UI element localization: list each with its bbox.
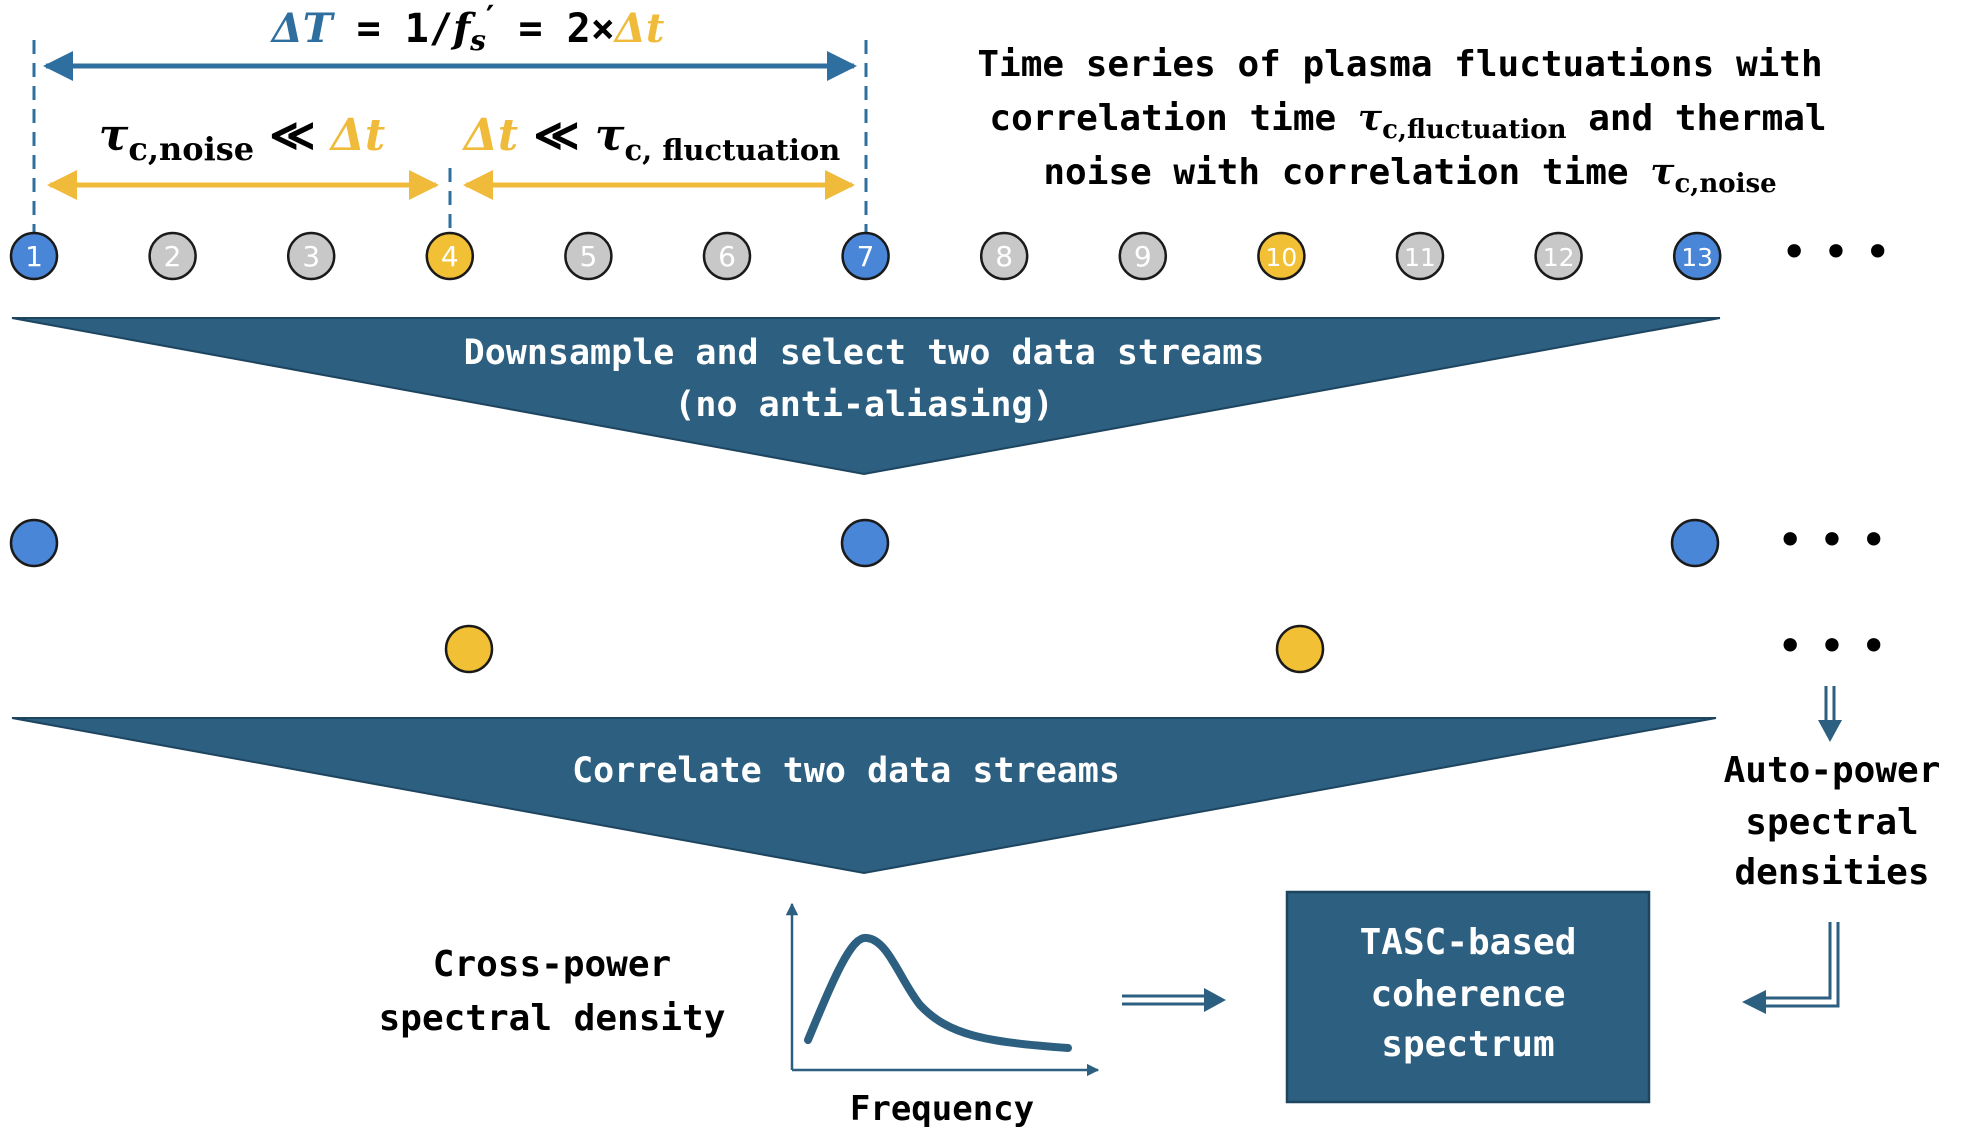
tasc-box-line-2: coherence <box>1370 974 1565 1015</box>
sample-number: 2 <box>164 240 182 273</box>
sample-point: 3 <box>286 231 336 281</box>
tasc-box-line-3: spectrum <box>1381 1024 1554 1065</box>
blue-stream-point <box>840 518 890 568</box>
auto-power-line-1: Auto-power <box>1724 750 1941 791</box>
ellipsis-row-2: • • • <box>1777 513 1888 567</box>
ellipsis-row-3: • • • <box>1777 619 1888 673</box>
tasc-box-line-1: TASC-based <box>1360 922 1577 963</box>
tau-noise-relation: τc,noise ≪ Δt <box>99 110 386 168</box>
sample-point: 8 <box>979 231 1029 281</box>
sample-circle <box>286 231 336 281</box>
auto-power-line-2: spectral <box>1745 802 1918 843</box>
right-span: Δt ≪ τc, fluctuation <box>462 110 855 200</box>
yellow-stream-point <box>444 624 494 674</box>
description-line-3: noise with correlation time τc,noise <box>1043 151 1776 199</box>
sample-circle <box>9 231 59 281</box>
sample-number: 9 <box>1134 240 1152 273</box>
yellow-stream <box>444 624 1325 674</box>
sample-number: 3 <box>302 240 320 273</box>
blue-stream-point <box>9 518 59 568</box>
sample-circle <box>564 231 613 281</box>
auto-power-line-3: densities <box>1734 852 1929 893</box>
auto-power-label: Auto-power spectral densities <box>1724 750 1941 893</box>
downsample-banner-shape <box>11 317 1721 476</box>
sample-point: 10 <box>1257 231 1306 281</box>
correlate-banner-shape <box>11 717 1717 875</box>
sample-point: 11 <box>1395 231 1445 281</box>
delta-T-label: ΔT = 1/fs′ = 2×Δt <box>270 0 665 57</box>
sample-circle <box>148 231 197 281</box>
description-line-1: Time series of plasma fluctuations with <box>977 44 1822 85</box>
sample-number: 13 <box>1681 243 1713 272</box>
sample-number: 10 <box>1265 243 1297 272</box>
sample-circle <box>979 231 1029 281</box>
left-span: τc,noise ≪ Δt <box>47 110 439 200</box>
sample-number: 7 <box>857 240 875 273</box>
sample-point: 7 <box>841 231 890 281</box>
spectrum-curve <box>804 933 1072 1052</box>
ellipsis-row-1: • • • <box>1781 225 1892 279</box>
cross-power-line-2: spectral density <box>379 998 726 1039</box>
sample-number: 12 <box>1543 243 1575 272</box>
plot-x-label: Frequency <box>850 1089 1034 1129</box>
sample-point: 6 <box>702 231 752 281</box>
sample-circle <box>1534 231 1583 281</box>
blue-stream-point <box>1670 518 1720 568</box>
sample-point: 1 <box>9 231 59 281</box>
yellow-stream-point <box>1275 624 1325 674</box>
correlate-banner: Correlate two data streams <box>11 717 1717 875</box>
sample-number: 8 <box>995 240 1013 273</box>
cross-power-line-1: Cross-power <box>433 944 671 985</box>
delta-T-span: ΔT = 1/fs′ = 2×Δt <box>32 0 868 238</box>
sample-circle <box>1672 231 1722 281</box>
downsample-banner: Downsample and select two data streams (… <box>11 317 1721 476</box>
sample-point: 13 <box>1672 231 1722 281</box>
tasc-box-shape <box>1285 890 1651 1104</box>
blue-stream <box>9 518 1720 568</box>
plot-to-tasc-arrow <box>1122 988 1226 1012</box>
sample-point: 9 <box>1118 231 1168 281</box>
cross-power-label: Cross-power spectral density <box>379 944 726 1039</box>
description-line-2: correlation time τc,fluctuation and ther… <box>989 97 1826 145</box>
downsample-banner-line-2: (no anti-aliasing) <box>674 385 1053 425</box>
sample-number: 4 <box>441 240 459 273</box>
tau-fluctuation-relation: Δt ≪ τc, fluctuation <box>462 110 841 167</box>
downsample-banner-line-1: Downsample and select two data streams <box>464 333 1265 373</box>
sample-number: 5 <box>579 240 597 273</box>
sample-point: 2 <box>148 231 197 281</box>
sample-number: 11 <box>1404 243 1436 272</box>
sample-circle <box>702 231 752 281</box>
sample-number: 6 <box>718 240 736 273</box>
sample-point: 12 <box>1534 231 1583 281</box>
correlate-banner-text: Correlate two data streams <box>572 751 1120 791</box>
time-series-description: Time series of plasma fluctuations with … <box>977 44 1826 199</box>
cross-spectrum-plot: Frequency <box>785 902 1100 1129</box>
sample-circle <box>1257 231 1306 281</box>
sample-point: 5 <box>564 231 613 281</box>
sample-number: 1 <box>25 240 43 273</box>
sample-circle <box>1395 231 1445 281</box>
sample-circle <box>425 231 475 281</box>
sample-point: 4 <box>425 231 475 281</box>
down-double-arrow <box>1818 686 1842 742</box>
sample-circle <box>841 231 890 281</box>
tasc-coherence-box: TASC-based coherence spectrum <box>1285 890 1651 1104</box>
elbow-double-arrow <box>1742 922 1840 1014</box>
sample-circle <box>1118 231 1168 281</box>
